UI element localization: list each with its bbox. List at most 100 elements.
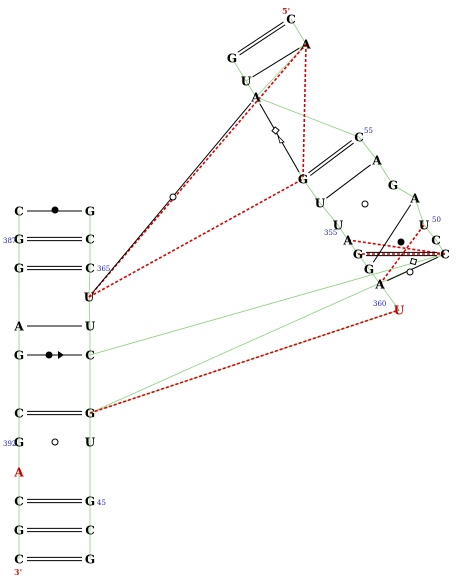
non-canonical-pair — [252, 47, 300, 78]
non-canonical-pair — [372, 204, 412, 263]
nucleotide: C — [85, 349, 95, 363]
backbone-segment — [88, 267, 91, 298]
backbone-segment — [423, 224, 437, 241]
residue-number: 355 — [324, 229, 337, 237]
residue-number: 365 — [97, 265, 110, 273]
three-prime-label: 3' — [14, 567, 22, 577]
pair-square-symbol — [409, 257, 418, 266]
residue-number: 360 — [373, 300, 386, 308]
backbone-segment — [88, 296, 91, 327]
nucleotide: C — [286, 13, 296, 27]
nucleotide: A — [250, 91, 261, 105]
backbone-segment — [290, 18, 307, 45]
nucleotide: A — [371, 154, 382, 168]
backbone-segment — [89, 253, 446, 356]
nucleotide: G — [14, 262, 24, 276]
backbone-segment — [357, 253, 370, 270]
nucleotide: G — [388, 179, 398, 193]
backbone-segment — [392, 184, 416, 199]
nucleotide: A — [409, 192, 420, 206]
nucleotide: A — [13, 466, 24, 480]
nucleotide: U — [333, 219, 344, 233]
non-canonical-pair — [326, 164, 371, 199]
tertiary-interaction-layer — [88, 43, 446, 414]
nucleotide: A — [300, 38, 311, 52]
nucleotide: G — [85, 407, 95, 421]
pair-symbol-layer — [45, 126, 418, 446]
nucleotide: A — [374, 278, 385, 292]
tertiary-interaction — [88, 178, 304, 298]
tertiary-interaction — [89, 309, 400, 414]
watson-crick-pair — [310, 142, 354, 176]
nucleotide: G — [14, 349, 24, 363]
nucleotide: C — [354, 131, 364, 145]
pair-triangle-symbol — [277, 134, 285, 144]
nucleotide: C — [431, 234, 441, 248]
nucleotide: G — [353, 248, 363, 262]
tertiary-interaction — [347, 239, 446, 255]
nucleotide: U — [315, 197, 326, 211]
backbone-segment — [347, 239, 359, 255]
nucleotide: G — [14, 233, 24, 247]
backbone-segment — [376, 159, 394, 186]
nucleotide: G — [364, 263, 374, 277]
pair-dot-symbol — [51, 206, 59, 214]
pair-open-circle-symbol — [361, 200, 369, 208]
backbone-segment — [255, 96, 360, 138]
watson-crick-pair — [237, 21, 284, 53]
residue-number: 392 — [3, 440, 16, 448]
nucleotide: U — [241, 75, 252, 89]
nucleotide: G — [14, 524, 24, 538]
nucleotide: G — [85, 205, 95, 219]
backbone-segment — [89, 253, 446, 414]
watson-crick-pair — [308, 140, 352, 174]
backbone-segment — [245, 80, 257, 98]
nucleotide: C — [14, 407, 24, 421]
tertiary-interaction — [302, 43, 307, 180]
watson-crick-pair — [239, 24, 286, 56]
nucleotide: C — [14, 205, 24, 219]
nucleotide: G — [85, 495, 95, 509]
backbone-segment — [337, 224, 349, 241]
nucleotide: A — [342, 234, 353, 248]
pair-dot-symbol — [397, 238, 405, 246]
nucleotide: U — [394, 304, 405, 318]
nucleotide: G — [298, 173, 308, 187]
nucleotide: G — [85, 553, 95, 567]
backbone-segment — [302, 178, 321, 204]
backbone-segment — [379, 283, 400, 311]
nucleotide: G — [227, 52, 237, 66]
nucleotide: C — [14, 495, 24, 509]
pair-triangle-symbol — [58, 351, 64, 359]
five-prime-label: 5' — [282, 6, 290, 16]
backbone-segment — [231, 57, 247, 82]
residue-number: 50 — [432, 216, 441, 224]
nucleotide: U — [419, 219, 430, 233]
pair-open-circle-symbol — [406, 268, 414, 276]
backbone-segment — [414, 197, 425, 226]
label-layer: 5' 3' 55 50 355 360 387 365 392 45 — [3, 6, 441, 577]
nucleotide: C — [85, 524, 95, 538]
nucleotide: U — [84, 291, 95, 305]
nucleotide: A — [13, 320, 24, 334]
tertiary-interaction — [88, 43, 307, 298]
nucleotide: G — [14, 436, 24, 450]
nucleotide: C — [14, 553, 24, 567]
backbone-segment — [368, 268, 381, 285]
pair-square-symbol — [271, 126, 280, 135]
nucleotide: C — [85, 262, 95, 276]
non-canonical-pair — [387, 256, 438, 282]
nucleotide: U — [85, 436, 96, 450]
pair-open-circle-symbol — [51, 438, 59, 446]
residue-number: 45 — [97, 499, 106, 507]
residue-number: 387 — [3, 237, 16, 245]
backbone-segment — [358, 136, 378, 161]
backbone-segment — [319, 202, 339, 226]
nucleotide: C — [440, 248, 450, 262]
backbone-segment — [435, 239, 446, 255]
residue-number: 55 — [364, 127, 373, 135]
pair-open-circle-symbol — [169, 193, 177, 201]
